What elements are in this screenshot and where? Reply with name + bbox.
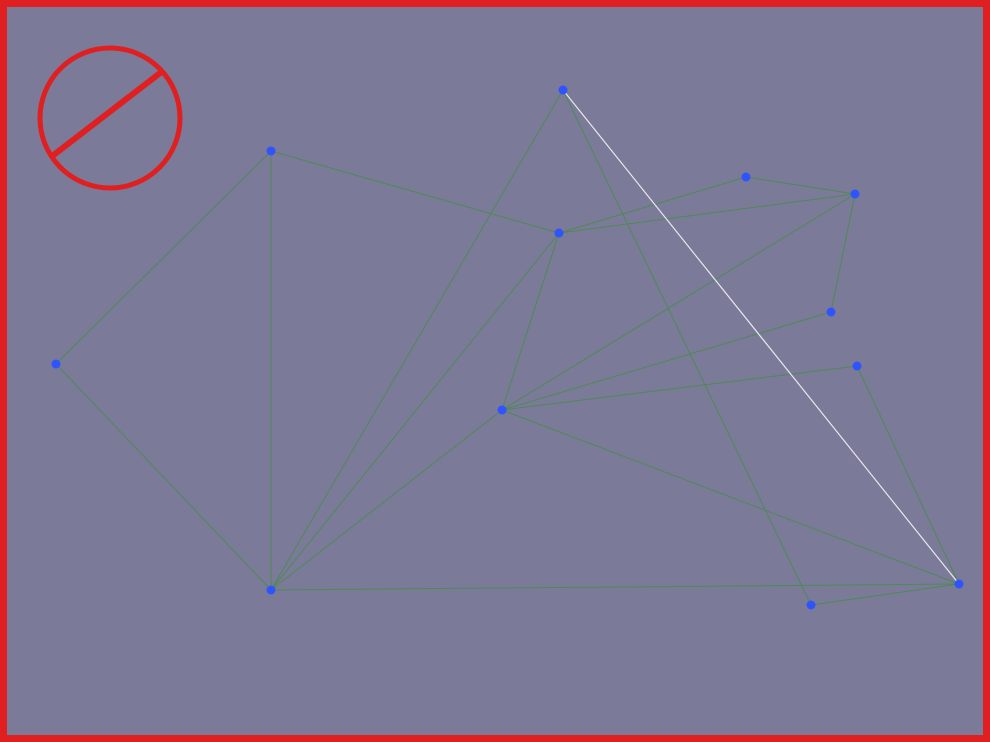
graph-edge (501, 409, 960, 585)
graph-node[interactable] (850, 189, 860, 199)
graph-edge (830, 193, 856, 313)
graph-edge (55, 150, 272, 365)
graph-node[interactable] (558, 85, 568, 95)
graph-edge (270, 409, 503, 591)
graph-edge (501, 193, 856, 411)
graph-edge (270, 583, 960, 591)
graph-edge (745, 176, 856, 195)
graph-node[interactable] (554, 228, 564, 238)
graph-edge (270, 89, 564, 591)
graph-edge (562, 89, 812, 606)
graph-edge (558, 193, 856, 234)
graph-edge (558, 176, 747, 234)
graph-edge-highlighted (562, 89, 960, 585)
graph-node[interactable] (741, 172, 751, 182)
graph-node[interactable] (497, 405, 507, 415)
graph-edge (501, 365, 858, 411)
graph-edge (856, 365, 960, 585)
graph-edge (810, 583, 960, 606)
graph-edge (270, 150, 560, 234)
graph-node[interactable] (852, 361, 862, 371)
prohibited-icon (37, 45, 183, 191)
graph-edge (270, 232, 560, 591)
graph-edge (501, 311, 832, 411)
graph-node[interactable] (266, 585, 276, 595)
graph-node[interactable] (51, 359, 61, 369)
graph-node[interactable] (266, 146, 276, 156)
graph-node[interactable] (954, 579, 964, 589)
graph-edge (501, 232, 560, 411)
graph-node[interactable] (806, 600, 816, 610)
graph-edge (55, 363, 272, 591)
graph-node[interactable] (826, 307, 836, 317)
